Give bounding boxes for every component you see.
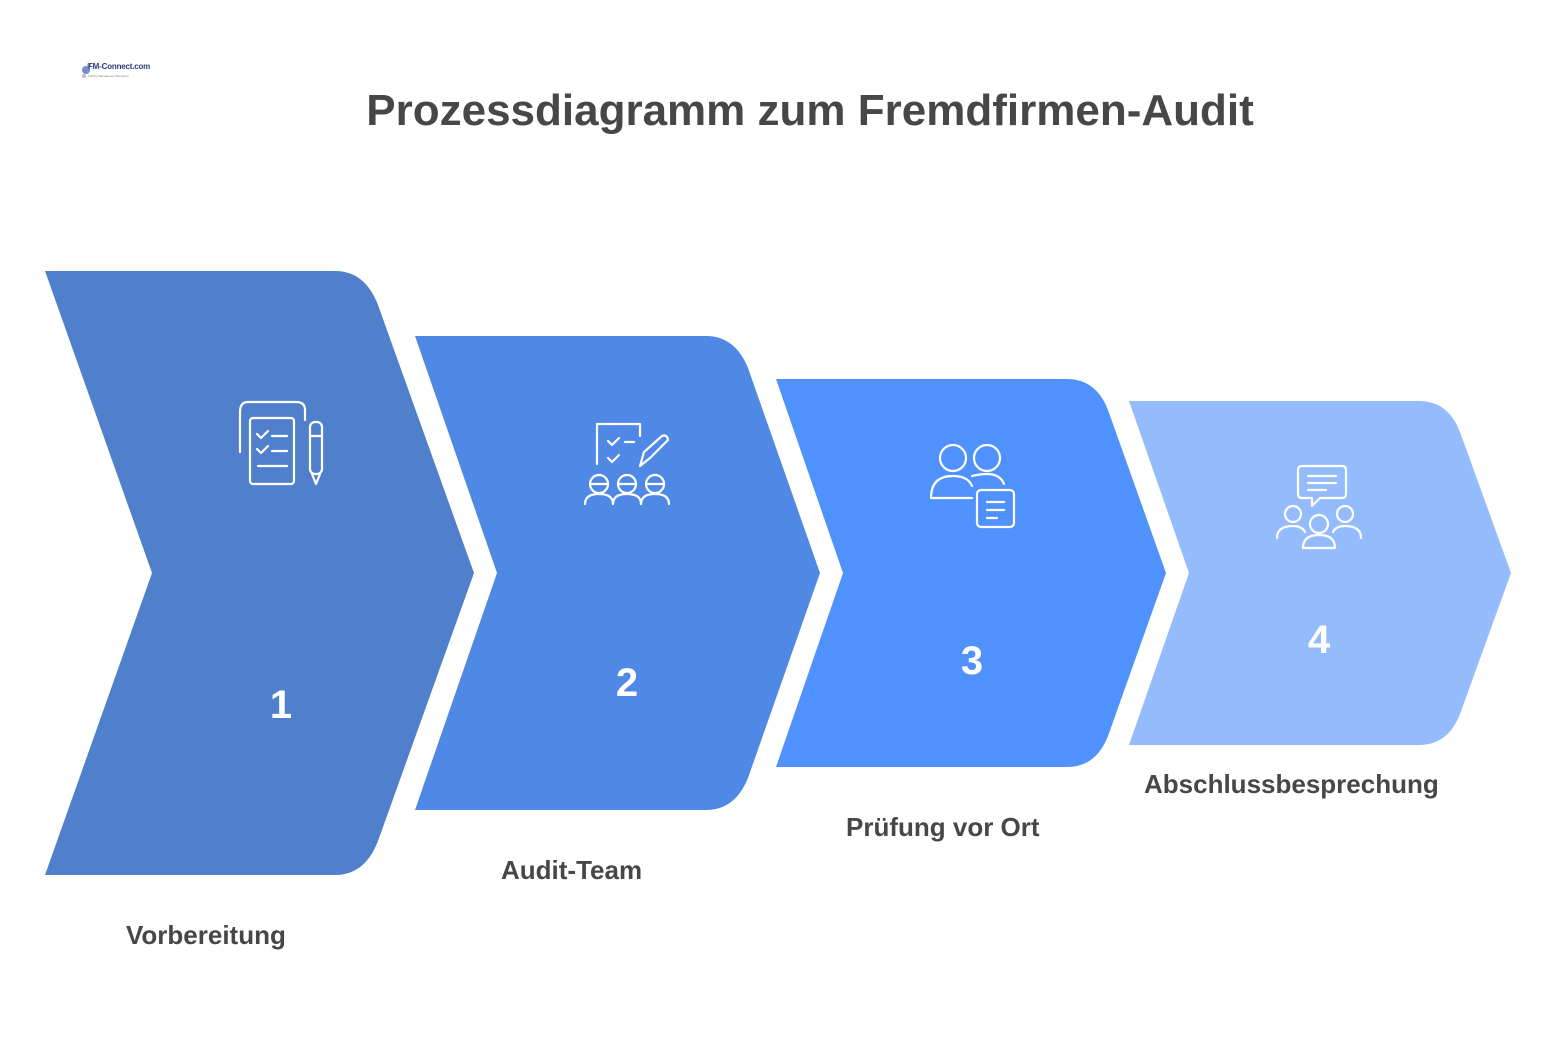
step-2: 2 bbox=[415, 336, 820, 810]
step-2-number: 2 bbox=[616, 661, 638, 705]
step-3-number: 3 bbox=[961, 639, 983, 683]
step-3-label: Prüfung vor Ort bbox=[846, 812, 1040, 842]
clipboard-checklist-pen-icon bbox=[238, 400, 324, 486]
step-3-chevron bbox=[776, 379, 1166, 767]
logo-tagline: Facility Management Beratung bbox=[88, 74, 129, 78]
step-4-label: Abschlussbesprechung bbox=[1144, 769, 1439, 799]
step-4-number: 4 bbox=[1308, 618, 1331, 662]
step-3: 3 bbox=[776, 379, 1166, 767]
step-2-chevron bbox=[415, 336, 820, 810]
people-document-icon bbox=[929, 443, 1016, 529]
step-1-chevron bbox=[45, 271, 474, 875]
step-1-label: Vorbereitung bbox=[126, 920, 286, 950]
step-2-label: Audit-Team bbox=[501, 855, 643, 885]
logo-text: FM-Connect.com bbox=[88, 62, 151, 71]
step-1-number: 1 bbox=[270, 683, 292, 727]
group-speech-bubble-icon bbox=[1275, 464, 1363, 550]
logo bbox=[80, 58, 136, 84]
page-title: Prozessdiagramm zum Fremdfirmen-Audit bbox=[366, 86, 1254, 135]
step-4-chevron bbox=[1129, 401, 1511, 745]
step-1: 1 bbox=[45, 271, 474, 875]
step-4: 4 bbox=[1129, 401, 1511, 745]
team-checklist-icon bbox=[583, 422, 671, 506]
